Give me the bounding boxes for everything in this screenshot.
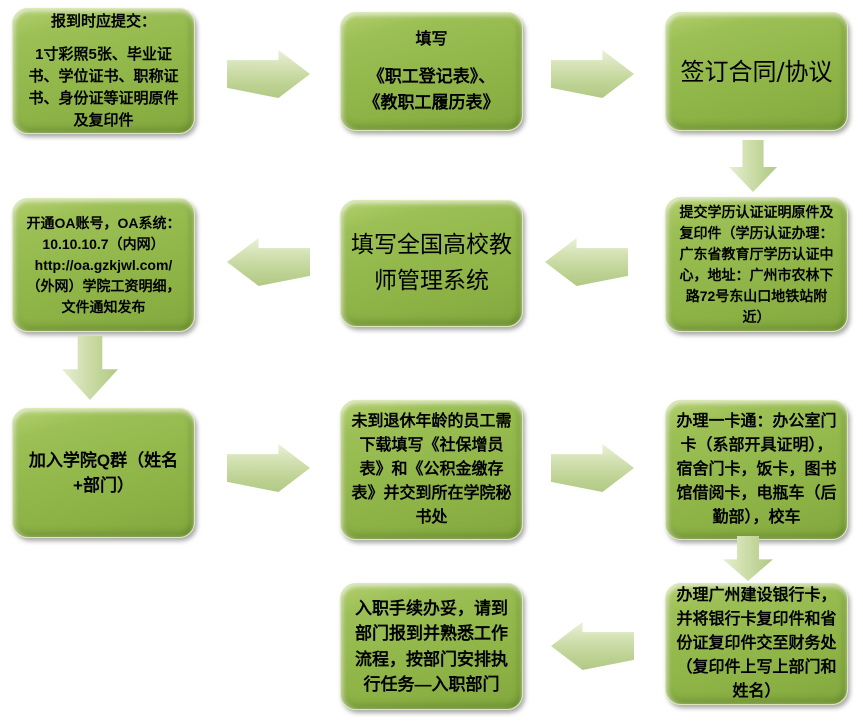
step-text: 办理广州建设银行卡，并将银行卡复印件和省份证复印件交至财务处（复印件上写上部门和… [676,587,837,700]
arrow-right-icon [227,444,310,492]
step-apply-all-in-one-card: 办理一卡通：办公室门卡（系部开具证明），宿舍门卡，饭卡，图书馆借阅卡，电瓶车（后… [665,400,848,540]
step-submit-documents: 报到时应提交： 1寸彩照5张、毕业证书、学位证书、职称证书、身份证等证明原件及复… [12,8,195,134]
step-body: 1寸彩照5张、毕业证书、学位证书、职称证书、身份证等证明原件及复印件 [28,46,179,129]
step-open-oa-account: 开通OA账号，OA系统： 10.10.10.7（内网） http://oa.gz… [12,198,195,332]
arrow-right-icon [227,50,310,98]
step-sign-contract: 签订合同/协议 [665,12,848,131]
step-apply-bank-card: 办理广州建设银行卡，并将银行卡复印件和省份证复印件交至财务处（复印件上写上部门和… [665,583,848,705]
step-heading: 填写 [415,31,448,48]
arrow-left-icon [227,238,310,286]
arrow-right-icon [551,50,634,98]
step-text: 提交学历认证证明原件及复印件（学历认证办理：广东省教育厅学历认证中心，地址：广州… [679,203,834,325]
step-join-college-q-group: 加入学院Q群（姓名+部门） [12,408,195,538]
step-report-to-department: 入职手续办妥，请到部门报到并熟悉工作流程，按部门安排执行任务—入职部门 [340,583,523,710]
step-text: 开通OA账号，OA系统： 10.10.10.7（内网） http://oa.gz… [26,214,181,315]
step-fill-national-teacher-system: 填写全国高校教师管理系统 [340,200,523,327]
arrow-down-icon [62,336,118,400]
step-fill-registration-forms: 填写 《职工登记表》、 《教职工履历表》 [340,12,523,131]
arrow-down-icon [729,140,777,192]
arrow-left-icon [551,622,634,670]
step-body: 《职工登记表》、 《教职工履历表》 [363,67,500,112]
step-fill-social-security-forms: 未到退休年龄的员工需下载填写《社保增员表》和《公积金缴存表》并交到所在学院秘书处 [340,400,523,540]
arrow-left-icon [545,238,628,286]
step-text: 签订合同/协议 [680,57,833,86]
step-heading: 报到时应提交： [50,12,156,30]
step-text: 填写全国高校教师管理系统 [351,231,512,294]
arrow-right-icon [551,444,634,492]
step-submit-degree-certification: 提交学历认证证明原件及复印件（学历认证办理：广东省教育厅学历认证中心，地址：广州… [665,197,848,332]
step-text: 加入学院Q群（姓名+部门） [28,450,179,496]
step-text: 未到退休年龄的员工需下载填写《社保增员表》和《公积金缴存表》并交到所在学院秘书处 [351,413,512,526]
step-text: 办理一卡通：办公室门卡（系部开具证明），宿舍门卡，饭卡，图书馆借阅卡，电瓶车（后… [676,413,837,526]
step-text: 入职手续办妥，请到部门报到并熟悉工作流程，按部门安排执行任务—入职部门 [355,598,508,695]
arrow-down-icon [723,536,773,581]
